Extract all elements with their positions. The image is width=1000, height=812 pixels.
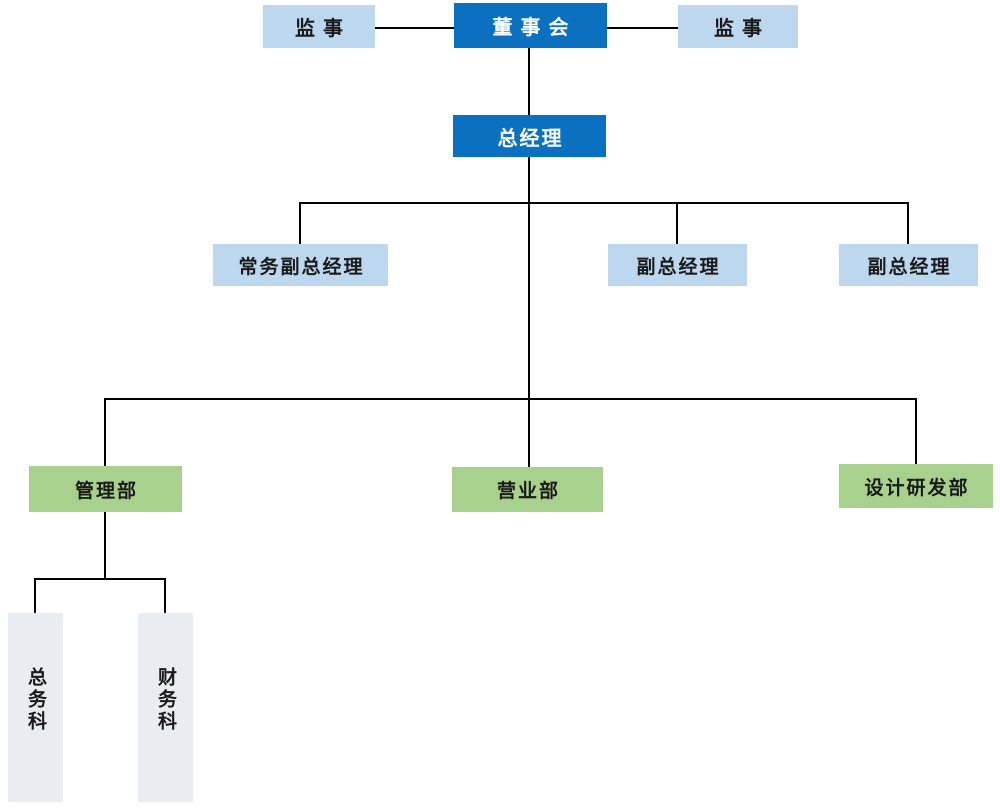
supervisor-left-label: 监事 (295, 18, 351, 40)
node-management-dept: 管理部 (29, 466, 182, 512)
general-manager-label: 总经理 (497, 127, 564, 150)
exec-deputy-gm-label: 常务副总经理 (238, 256, 365, 278)
node-deputy-gm-1: 副总经理 (608, 244, 747, 286)
connector-supervisor-left (375, 27, 454, 29)
connector-supervisor-right (607, 27, 678, 29)
general-affairs-section-label: 总务科 (25, 666, 46, 733)
connector-level4-horizontal (35, 578, 165, 580)
connector-drop-finance (164, 578, 166, 613)
connector-gm-trunk (528, 157, 530, 467)
node-design-rd-dept: 设计研发部 (839, 464, 993, 508)
deputy-gm-2-label: 副总经理 (867, 256, 952, 278)
connector-level3-horizontal (104, 398, 917, 400)
node-supervisor-right: 监事 (678, 5, 798, 48)
connector-drop-design-rd (915, 398, 917, 464)
node-general-affairs-section: 总务科 (8, 613, 63, 802)
node-sales-dept: 营业部 (452, 467, 603, 512)
deputy-gm-1-label: 副总经理 (636, 256, 721, 278)
node-supervisor-left: 监事 (263, 5, 375, 48)
connector-drop-deputy-2 (907, 202, 909, 244)
board-label: 董事会 (492, 17, 577, 39)
management-dept-label: 管理部 (74, 480, 138, 502)
connector-level2-horizontal (299, 202, 909, 204)
connector-board-to-gm (528, 48, 530, 115)
connector-drop-general-affairs (34, 578, 36, 613)
node-general-manager: 总经理 (453, 115, 606, 157)
connector-management-down (104, 512, 106, 580)
supervisor-right-label: 监事 (714, 18, 770, 40)
connector-drop-exec-deputy (299, 202, 301, 244)
connector-drop-management (104, 398, 106, 466)
node-exec-deputy-gm: 常务副总经理 (213, 244, 388, 286)
design-rd-dept-label: 设计研发部 (864, 477, 970, 499)
node-finance-section: 财务科 (138, 613, 193, 802)
node-board-of-directors: 董事会 (454, 3, 607, 48)
sales-dept-label: 营业部 (496, 481, 560, 502)
node-deputy-gm-2: 副总经理 (839, 244, 978, 286)
connector-drop-deputy-1 (676, 202, 678, 244)
finance-section-label: 财务科 (155, 666, 176, 733)
